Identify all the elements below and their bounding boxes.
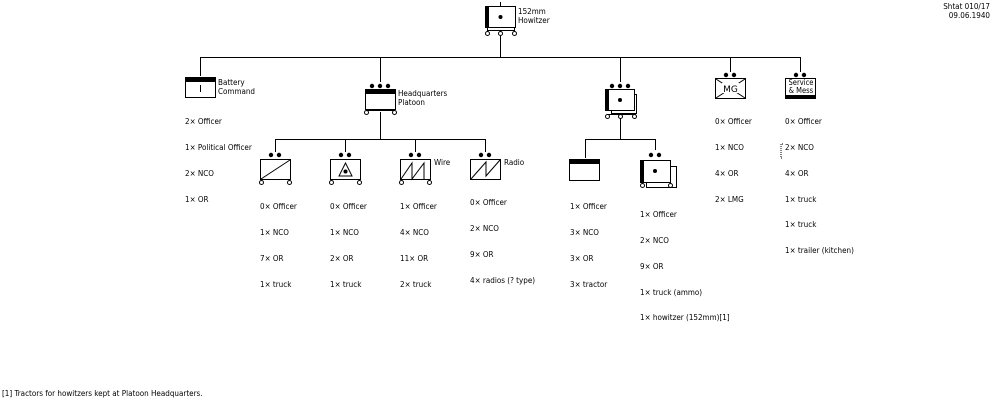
list-item: 0× Officer xyxy=(260,202,297,212)
list-item: 2× LMG xyxy=(715,194,744,204)
list-item: 1× trailer (kitchen) xyxy=(785,246,854,256)
list-item: 1× truck (ammo) xyxy=(640,287,703,297)
list-item: 1× truck xyxy=(785,220,817,230)
wire-section-label: Wire xyxy=(434,158,451,167)
tractor-section-personnel: 1× Officer 3× NCO 3× OR 3× tractor xyxy=(570,186,607,298)
list-item: 1× truck xyxy=(330,279,362,289)
battery-command-symbol xyxy=(185,77,216,98)
mg-symbol-text: MG xyxy=(723,85,738,95)
list-item: 9× OR xyxy=(470,249,494,259)
mg-section-personnel: 0× Officer 1× NCO 4× OR 2× LMG xyxy=(715,101,752,213)
battery-command-label: Battery Command xyxy=(218,78,255,96)
list-item: 1× truck xyxy=(260,279,292,289)
tractor-section-symbol xyxy=(569,159,600,181)
list-item: 11× OR xyxy=(400,253,429,263)
battery-command-personnel: 2× Officer 1× Political Officer 2× NCO 1… xyxy=(185,101,252,213)
list-item: 0× Officer xyxy=(330,202,367,212)
list-item: 2× NCO xyxy=(185,168,214,178)
connector-lines xyxy=(200,36,801,158)
list-item: 0× Officer xyxy=(785,117,822,127)
service-mess-label: Service & Mess xyxy=(788,78,814,95)
list-item: 2× OR xyxy=(330,253,354,263)
trailer-bracket xyxy=(780,143,783,159)
list-item: 7× OR xyxy=(260,253,284,263)
list-item: 4× OR xyxy=(785,168,809,178)
list-item: 1× NCO xyxy=(330,227,359,237)
list-item: 3× tractor xyxy=(570,279,608,289)
firing-platoon-symbol xyxy=(605,83,637,119)
list-item: 4× OR xyxy=(715,168,739,178)
list-item: 1× NCO xyxy=(715,142,744,152)
hq-section-radio-symbol xyxy=(470,152,501,180)
hq-platoon-label: Headquarters Platoon xyxy=(398,89,448,107)
list-item: 2× NCO xyxy=(640,235,669,245)
list-item: 9× OR xyxy=(640,261,664,271)
shtat-date: 09.06.1940 xyxy=(948,10,990,20)
list-item: 1× OR xyxy=(185,194,209,204)
hq-section-2-symbol xyxy=(329,152,362,185)
hq-section-radio-personnel: 0× Officer 2× NCO 9× OR 4× radios (? typ… xyxy=(470,182,535,294)
list-item: 1× Officer xyxy=(570,202,607,212)
list-item: 1× Officer xyxy=(400,202,437,212)
list-item: 3× OR xyxy=(570,253,594,263)
top-unit-symbol xyxy=(485,2,517,36)
hq-section-wire-personnel: 1× Officer 4× NCO 11× OR 2× truck xyxy=(400,186,437,298)
mg-section-symbol: MG xyxy=(715,72,746,99)
footnote: [1] Tractors for howitzers kept at Plato… xyxy=(2,389,203,398)
list-item: 3× NCO xyxy=(570,227,599,237)
service-mess-symbol xyxy=(785,72,816,99)
shtat-code: Shtat 010/17 xyxy=(943,2,990,11)
list-item: 1× Officer xyxy=(640,210,677,220)
list-item: 2× truck xyxy=(400,279,432,289)
list-item: 2× NCO xyxy=(470,223,499,233)
list-item: 1× NCO xyxy=(260,227,289,237)
hq-section-1-symbol xyxy=(259,152,292,185)
hq-platoon-symbol xyxy=(364,83,397,115)
gun-section-symbol xyxy=(640,152,677,188)
list-item: 1× Political Officer xyxy=(185,142,252,152)
gun-section-personnel: 1× Officer 2× NCO 9× OR 1× truck (ammo) … xyxy=(640,194,730,332)
list-item: 2× NCO xyxy=(785,142,814,152)
hq-section-1-personnel: 0× Officer 1× NCO 7× OR 1× truck xyxy=(260,186,297,298)
hq-section-2-personnel: 0× Officer 1× NCO 2× OR 1× truck xyxy=(330,186,367,298)
list-item: 0× Officer xyxy=(470,198,507,208)
hq-section-wire-symbol xyxy=(399,152,432,185)
list-item: 2× Officer xyxy=(185,117,222,127)
top-unit-label: 152mm Howitzer xyxy=(518,7,550,25)
list-item: 1× truck xyxy=(785,194,817,204)
list-item: 0× Officer xyxy=(715,117,752,127)
list-item: 4× radios (? type) xyxy=(470,275,536,285)
list-item: 4× NCO xyxy=(400,227,429,237)
service-mess-personnel: 0× Officer 2× NCO 4× OR 1× truck 1× truc… xyxy=(785,101,854,264)
list-item: 1× howitzer (152mm)[1] xyxy=(640,313,730,323)
radio-section-label: Radio xyxy=(504,158,525,167)
